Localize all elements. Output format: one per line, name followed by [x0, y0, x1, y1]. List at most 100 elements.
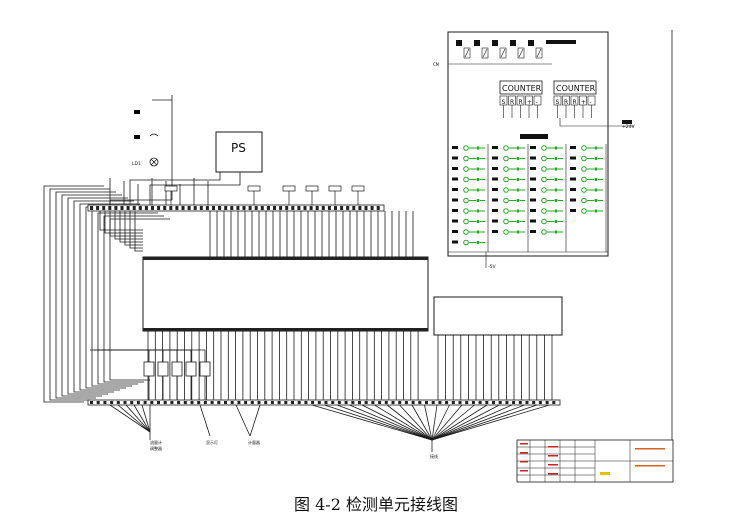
terminal-marks: [90, 401, 556, 404]
green-sensor-icon: [503, 208, 509, 214]
terminal-mark: [324, 401, 328, 404]
switch-contact: [482, 48, 488, 58]
green-sensor-icon: [503, 187, 509, 193]
title-mark: [520, 461, 528, 463]
wire: [117, 404, 151, 433]
terminal-mark: [315, 206, 319, 210]
green-led-icon: [516, 167, 520, 171]
counter-terminal-label: S: [556, 99, 560, 106]
terminal-mark: [384, 401, 388, 404]
bottom-label-4: 接线: [430, 453, 438, 459]
terminal-mark: [163, 206, 167, 210]
marker: [520, 134, 548, 139]
title-mark: [548, 473, 558, 475]
switch-contact: [464, 48, 470, 58]
wire: [134, 211, 143, 252]
title-mark: [520, 470, 528, 472]
terminal-mark: [103, 401, 107, 404]
io-marker: [452, 198, 458, 202]
green-led-icon: [594, 209, 598, 213]
terminal-block: [164, 185, 178, 192]
terminal-block: [328, 185, 342, 192]
wire: [235, 404, 251, 437]
wire: [249, 404, 261, 437]
green-sensor-icon: [541, 145, 547, 151]
minus-v-label: -5V: [488, 264, 496, 270]
wire: [149, 172, 241, 205]
terminal-mark: [431, 401, 435, 404]
counter-right-box: [553, 80, 597, 95]
green-led-icon: [554, 177, 558, 182]
terminal-strip-top: [87, 204, 385, 212]
terminal-mark: [538, 401, 542, 404]
io-marker: [530, 209, 536, 212]
io-marker: [452, 167, 458, 170]
title-highlight: [600, 472, 610, 475]
terminal-mark: [458, 401, 462, 404]
terminal-mark: [199, 206, 203, 210]
terminal-mark: [327, 206, 331, 210]
title-mark: [635, 465, 665, 467]
green-sensor-icon: [541, 208, 547, 214]
counter-wire: [559, 118, 634, 127]
io-marker: [492, 230, 498, 233]
green-led-icon: [516, 177, 520, 182]
terminal-mark: [244, 401, 248, 404]
wire: [386, 404, 433, 441]
green-led-icon: [516, 209, 520, 213]
wire: [129, 211, 143, 249]
terminal-mark: [532, 401, 536, 404]
terminal-mark: [471, 401, 475, 404]
terminal-mark: [130, 401, 134, 404]
green-sensor-icon: [463, 239, 469, 246]
terminal-mark: [346, 206, 350, 210]
terminal-mark: [254, 206, 258, 210]
wire: [109, 218, 170, 381]
green-led-icon: [554, 146, 558, 150]
terminal-mark: [169, 206, 173, 210]
green-led-icon: [516, 188, 520, 192]
terminal-mark: [257, 401, 261, 404]
terminal-mark: [151, 206, 154, 210]
terminal-block: [351, 185, 365, 192]
bottom-label-1: 流量计: [150, 439, 162, 445]
terminal-mark: [518, 401, 522, 404]
title-mark: [548, 464, 558, 466]
plc-main-header: [143, 257, 428, 260]
lamp-icon: [149, 157, 159, 167]
title-mark: [548, 455, 558, 457]
io-marker: [530, 198, 536, 202]
terminal-mark: [136, 401, 140, 404]
green-sensor-icon: [541, 218, 547, 225]
terminal-mark: [197, 401, 201, 404]
green-led-icon: [476, 146, 480, 150]
counter-terminal-label: R: [510, 99, 514, 106]
bottom-label-1b: 调整器: [150, 445, 162, 451]
terminal-mark: [90, 206, 93, 210]
terminal-mark: [404, 401, 408, 404]
terminal-mark: [364, 206, 368, 210]
switch-marker: [474, 40, 480, 46]
terminal-mark: [279, 206, 283, 210]
terminal-mark: [451, 401, 455, 404]
green-sensor-icon: [503, 218, 509, 225]
wire: [431, 404, 463, 441]
wire-lines: [43, 172, 553, 452]
wire: [102, 349, 192, 362]
io-marker: [452, 156, 458, 160]
counter-terminal-label: R: [573, 99, 577, 106]
green-sensor-icon: [541, 176, 547, 183]
wire: [106, 349, 206, 362]
green-led-icon: [554, 219, 558, 224]
green-sensor-icon: [581, 155, 587, 162]
wire: [431, 404, 475, 441]
wire: [73, 200, 134, 393]
green-sensor-icon: [503, 166, 509, 172]
title-mark: [548, 446, 558, 448]
wire: [67, 197, 128, 395]
terminal-mark: [163, 401, 167, 404]
terminal-mark: [123, 401, 127, 404]
title-mark: [635, 448, 665, 450]
wire: [125, 404, 151, 433]
